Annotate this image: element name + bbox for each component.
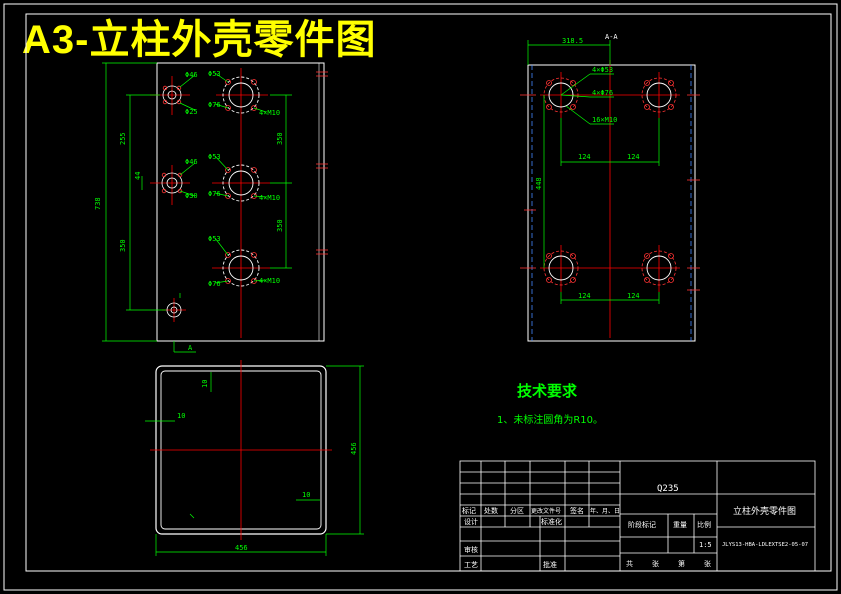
section-dim-height: 456	[350, 442, 358, 455]
hole-label-12: Φ76	[208, 280, 221, 288]
side-dim-3: 124	[578, 292, 591, 300]
side-dim-vertical: 448	[535, 177, 543, 190]
section-label: A-A	[605, 33, 618, 41]
technical-requirements-title: 技术要求	[517, 382, 578, 400]
technical-requirement-item: 1、未标注圆角为R10。	[497, 415, 604, 426]
side-label-3: 16×M10	[592, 116, 617, 124]
hole-label-7: Φ30	[185, 192, 198, 200]
hole-label-13: 4×M10	[259, 277, 280, 285]
tb-sheet-1: 共	[626, 559, 633, 568]
title-block-text: 标记 处数 分区 更改文件号 签名 年、月、日 设计 标准化 审核 工艺 批准 …	[462, 484, 808, 569]
tb-review: 审核	[464, 545, 478, 554]
tb-process: 工艺	[464, 561, 478, 569]
hole-label-1: Φ46	[185, 71, 198, 79]
dim-small: 44	[134, 172, 142, 180]
hole-label-11: Φ53	[208, 235, 221, 243]
side-dim-2: 124	[627, 153, 640, 161]
hole-label-8: Φ53	[208, 153, 221, 161]
tb-design: 设计	[464, 517, 478, 526]
front-view-outline	[156, 62, 325, 342]
section-dim-top: 10	[201, 380, 209, 388]
inner-frame	[25, 13, 832, 572]
hole-label-2: Φ25	[185, 108, 198, 116]
dim-total-height: 738	[94, 197, 102, 210]
hole-label-5: 4×M10	[259, 109, 280, 117]
section-dim-width: 456	[235, 544, 248, 552]
tb-drawing-no: JLYS13-HBA-LDLEXTSE2-05-07	[722, 542, 808, 548]
side-view-outline	[527, 64, 696, 342]
dim-lower: 350	[119, 239, 127, 252]
tb-standard: 标准化	[541, 517, 562, 526]
side-view-labels: 318.5 A-A 4×Φ53 4×Φ76 16×M10 124 124 124…	[535, 33, 640, 300]
tb-sheet-4: 张	[704, 559, 711, 568]
dim-right-lower: 350	[276, 219, 284, 232]
hole-label-4: Φ76	[208, 101, 221, 109]
tb-sheet-2: 张	[652, 559, 659, 568]
hole-label-6: Φ46	[185, 158, 198, 166]
side-dim-1: 124	[578, 153, 591, 161]
tb-scale: 1:5	[699, 541, 712, 549]
side-dim-4: 124	[627, 292, 640, 300]
tb-header-1: 标记	[462, 506, 476, 515]
tb-stage-mark: 阶段标记	[628, 520, 656, 529]
tb-material: Q235	[657, 484, 679, 494]
tb-header-6: 年、月、日	[590, 507, 620, 515]
section-dim-corner: 10	[302, 491, 310, 499]
front-view: Φ46 Φ25 Φ53 Φ76 4×M10 Φ46 Φ30 Φ53 Φ76 4×…	[94, 62, 328, 353]
tb-ratio: 比例	[697, 520, 711, 529]
hole-label-9: Φ76	[208, 190, 221, 198]
dim-upper: 255	[119, 132, 127, 145]
side-label-2: 4×Φ76	[592, 89, 613, 97]
drawing-banner-title: A3-立柱外壳零件图	[22, 18, 377, 62]
side-label-1: 4×Φ53	[592, 66, 613, 74]
hole-label-3: Φ53	[208, 70, 221, 78]
outer-frame	[3, 3, 838, 591]
dim-side-top: 318.5	[562, 37, 583, 45]
section-dim-left: 10	[177, 412, 185, 420]
tb-weight: 重量	[673, 521, 687, 529]
section-view-labels: 10 10 10 456 456	[177, 380, 358, 552]
front-view-labels: Φ46 Φ25 Φ53 Φ76 4×M10 Φ46 Φ30 Φ53 Φ76 4×…	[94, 70, 284, 352]
section-mark: A	[188, 344, 193, 352]
tb-header-4: 更改文件号	[531, 507, 561, 515]
section-view: 10 10 10 456 456	[145, 360, 364, 556]
tb-header-3: 分区	[510, 506, 524, 515]
hole-label-10: 4×M10	[259, 194, 280, 202]
dim-right-upper: 350	[276, 132, 284, 145]
tb-header-5: 签名	[570, 506, 584, 515]
side-view: 318.5 A-A 4×Φ53 4×Φ76 16×M10 124 124 124…	[520, 33, 700, 342]
tb-approve: 批准	[543, 560, 557, 569]
tb-part-name: 立柱外壳零件图	[733, 505, 796, 517]
tb-sheet-3: 第	[678, 559, 685, 568]
title-block	[459, 460, 816, 572]
tb-header-2: 处数	[484, 506, 498, 515]
